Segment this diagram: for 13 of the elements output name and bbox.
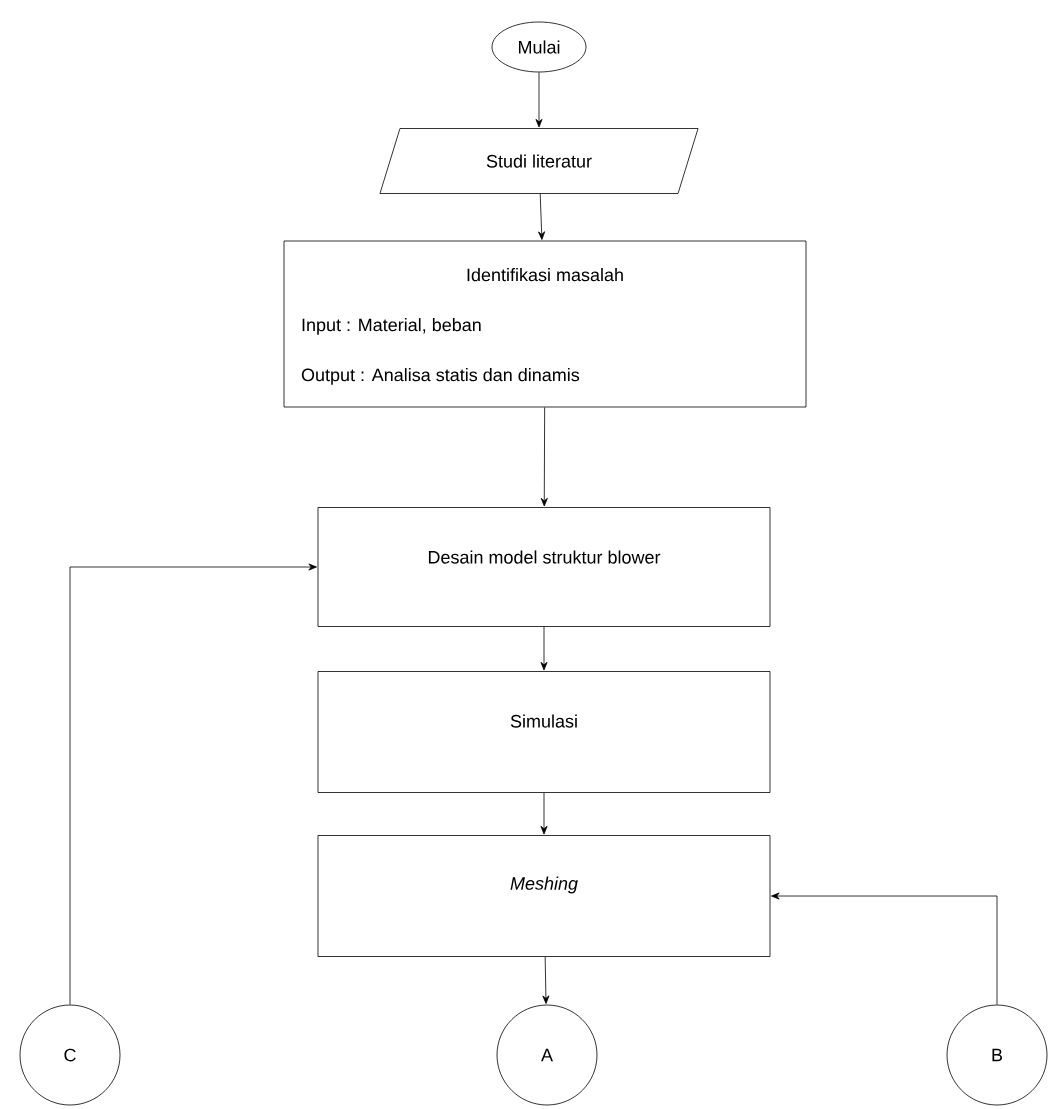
arrow [535,72,543,128]
arrow [69,563,317,1005]
arrow [540,407,548,507]
arrow [542,956,550,1004]
arrow [540,626,548,671]
arrow [771,892,998,1005]
arrow [540,792,548,835]
process-box: Simulasi [317,671,771,793]
process-box: Desain model struktur blower [317,507,771,627]
process-box: Meshing [317,835,771,957]
input-parallelogram: Studi literatur [379,128,699,194]
process-box: Identifikasi masalah Input : Material, beban Output : Analisa statis dan dinamis [283,240,807,408]
arrow [538,193,546,240]
